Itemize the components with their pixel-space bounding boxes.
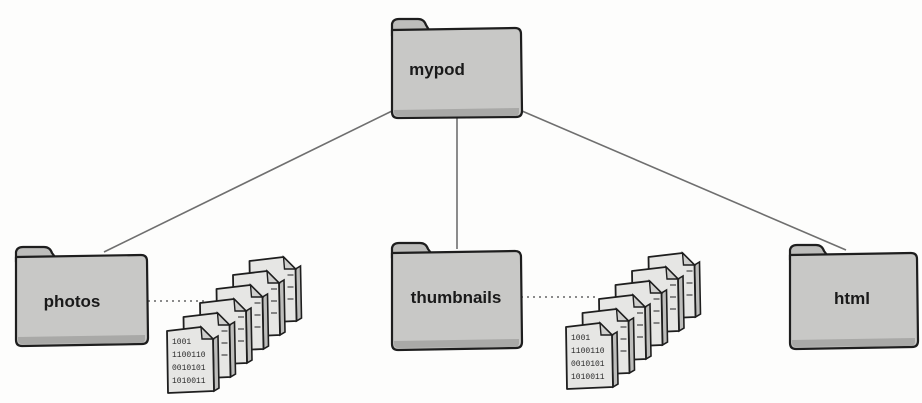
file-glyph-text: 1100110 [172,351,206,360]
folder-thumbnails[interactable]: thumbnails [390,241,524,352]
folder-label-mypod: mypod [409,60,465,79]
file-glyph-text: 1010011 [571,373,605,382]
folder-html[interactable]: html [788,243,920,351]
file-stack-photos: 1001 1100110 0010101 1010011 [166,255,303,394]
file-stack-thumbnails: 1001 1100110 0010101 1010011 [565,251,702,390]
file-glyph-text: 0010101 [571,360,605,369]
edge-mypod-html [521,110,847,251]
file-glyph-text: 1100110 [571,347,605,356]
folder-photos[interactable]: photos [14,245,150,348]
edge-mypod-photos [103,110,393,253]
folder-icon [390,17,524,120]
file-icon: 1001 1100110 0010101 1010011 [565,321,619,390]
file-icon: 1001 1100110 0010101 1010011 [166,325,220,394]
folder-label-html: html [834,289,870,308]
folder-icon [788,243,920,351]
folder-label-thumbnails: thumbnails [411,288,502,307]
folder-mypod[interactable]: mypod [390,17,524,120]
file-glyph-text: 0010101 [172,364,206,373]
file-glyph-text: 1001 [571,334,590,343]
file-glyph-text: 1001 [172,338,191,347]
folder-icon [390,241,524,352]
folder-label-photos: photos [44,292,101,311]
file-glyph-text: 1010011 [172,377,206,386]
folder-icon [14,245,150,348]
